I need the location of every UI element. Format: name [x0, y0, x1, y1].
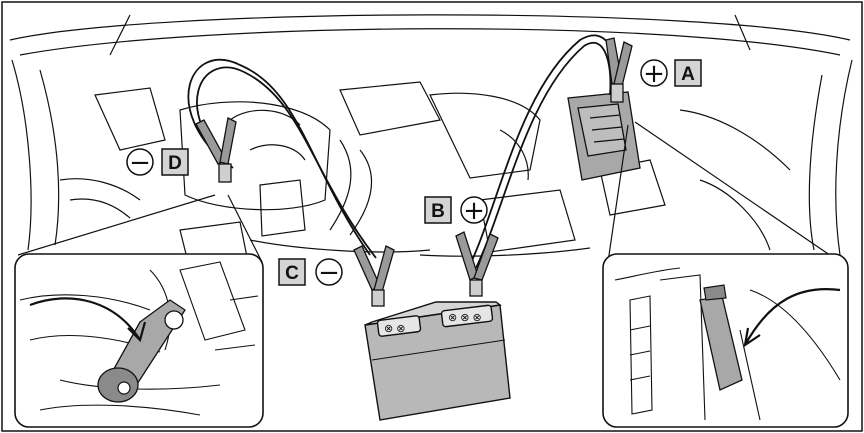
callout-letter-c: C: [285, 263, 299, 284]
positive-symbol-a-text: +: [643, 59, 665, 89]
callout-letter-a: A: [681, 64, 695, 85]
negative-symbol-c-text: −: [318, 258, 340, 288]
battery: ⊗ ⊗ ⊗ ⊗ ⊗: [365, 302, 510, 420]
negative-symbol-d-text: −: [129, 148, 151, 178]
callout-letter-d: D: [168, 153, 182, 174]
svg-text:⊗ ⊗ ⊗: ⊗ ⊗ ⊗: [448, 312, 482, 324]
ground-detail-inset: [15, 254, 263, 427]
positive-terminal-detail-inset: [603, 254, 848, 427]
callout-letter-b: B: [431, 201, 445, 222]
svg-text:⊗ ⊗: ⊗ ⊗: [384, 323, 406, 335]
positive-symbol-b-text: +: [463, 196, 485, 226]
